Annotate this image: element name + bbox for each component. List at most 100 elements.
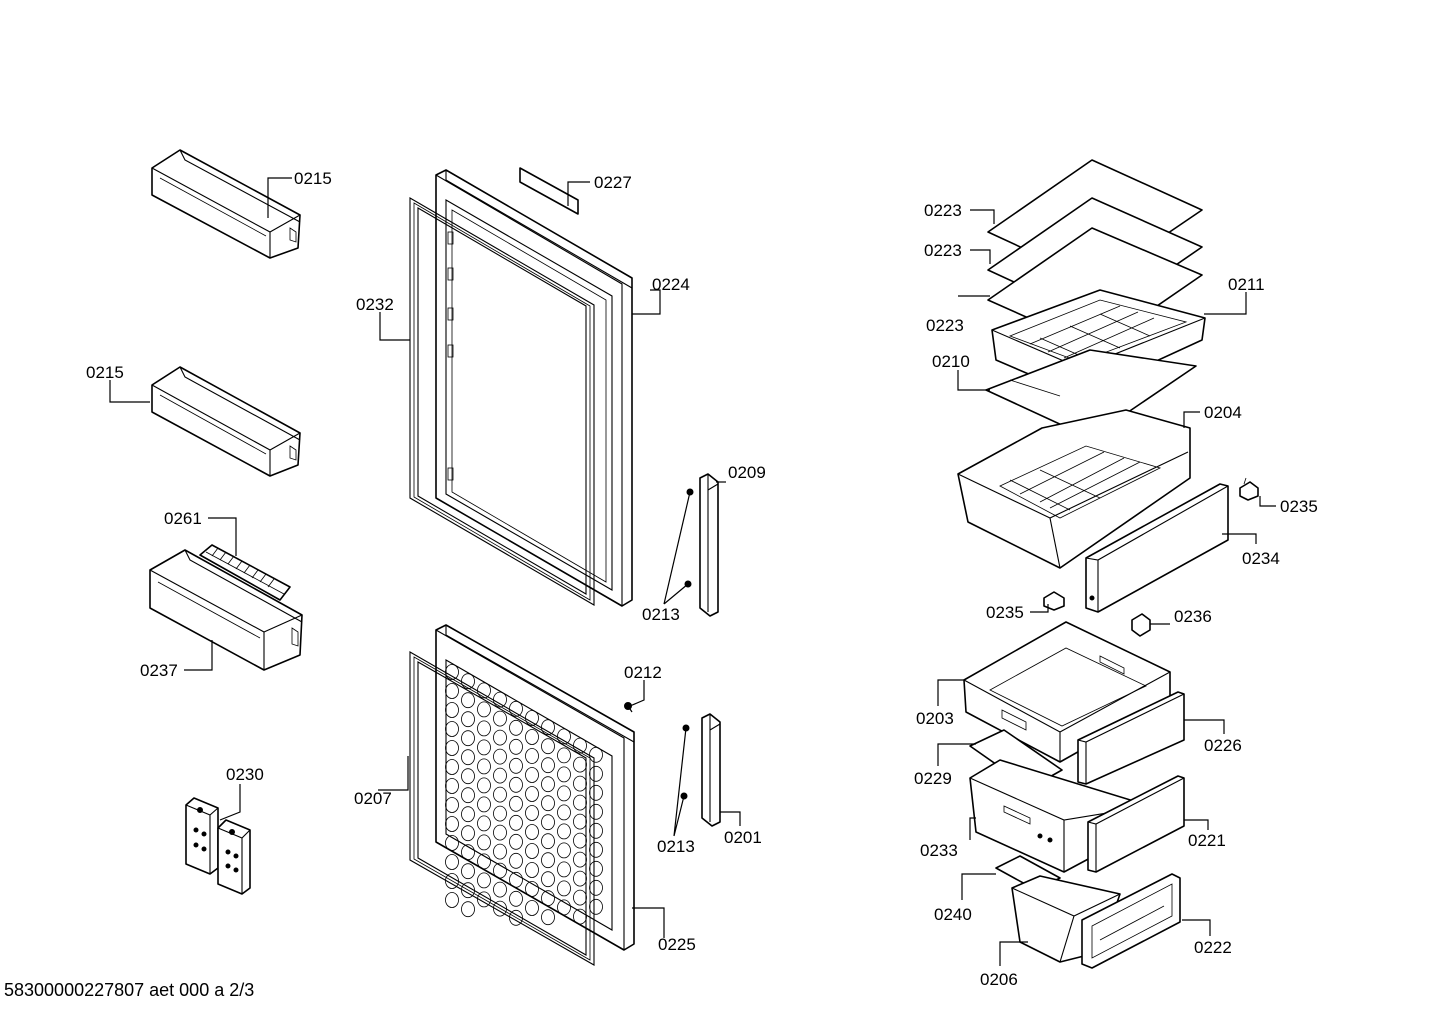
door-dimple	[461, 730, 475, 747]
door-dimple	[589, 841, 603, 858]
door-dimple	[477, 701, 491, 718]
door-dimple	[541, 871, 555, 888]
door-dimple	[525, 748, 539, 764]
door-dimple	[445, 778, 459, 794]
door-dimple	[461, 844, 475, 861]
drawer-front-panel	[1085, 483, 1229, 613]
door-dimple	[541, 890, 555, 907]
door-dimple	[509, 757, 523, 774]
label-0226: 0226	[1204, 736, 1242, 755]
door-dimple	[589, 860, 603, 877]
label-0233: 0233	[920, 841, 958, 860]
door-dimple	[557, 842, 571, 859]
door-dimple	[461, 692, 475, 709]
glass-divider	[985, 349, 1197, 439]
label-0213-lower: 0213	[657, 837, 695, 856]
door-dimple	[461, 825, 475, 842]
door-dimple	[493, 748, 507, 765]
door-dimple	[541, 738, 555, 755]
door-dimple	[557, 880, 571, 897]
door-dimple	[525, 805, 539, 821]
label-0232: 0232	[356, 295, 394, 314]
label-0229: 0229	[914, 769, 952, 788]
label-0222: 0222	[1194, 938, 1232, 957]
door-dimple	[557, 747, 571, 764]
door-dimple	[445, 835, 459, 851]
door-dimple	[461, 901, 475, 918]
door-dimple	[477, 720, 491, 737]
lower-drawer-front	[1087, 775, 1185, 873]
door-dimple	[557, 899, 571, 916]
label-0212: 0212	[624, 663, 662, 682]
label-0236: 0236	[1174, 607, 1212, 626]
door-dimple	[541, 852, 555, 869]
door-dimple	[461, 863, 475, 880]
door-dimple	[541, 814, 555, 831]
label-0210: 0210	[932, 352, 970, 371]
label-0215-top: 0215	[294, 169, 332, 188]
door-dimple	[525, 862, 539, 878]
door-dimple	[509, 852, 523, 869]
door-dimple	[445, 721, 459, 737]
label-0206: 0206	[980, 970, 1018, 989]
door-dimple	[557, 766, 571, 783]
label-0223-a: 0223	[924, 201, 962, 220]
door-dimple	[557, 804, 571, 821]
lower-handle	[680, 713, 721, 827]
door-dimple	[589, 822, 603, 839]
door-dimple	[541, 795, 555, 812]
label-0261: 0261	[164, 509, 202, 528]
door-dimple	[493, 729, 507, 746]
label-0209: 0209	[728, 463, 766, 482]
door-dimple	[477, 815, 491, 832]
door-dimple	[557, 785, 571, 802]
label-0235-right: 0235	[1280, 497, 1318, 516]
bottom-bin-front	[1081, 873, 1181, 969]
door-dimple	[525, 767, 539, 783]
door-dimple	[445, 797, 459, 813]
door-dimple	[445, 854, 459, 870]
document-id: 58300000227807 aet 000 a 2/3	[4, 980, 255, 1000]
door-dimple	[493, 881, 507, 898]
label-0237: 0237	[140, 661, 178, 680]
door-dimple	[509, 795, 523, 812]
hinge-screw	[624, 702, 633, 713]
label-0213-upper: 0213	[642, 605, 680, 624]
door-dimple	[589, 765, 603, 782]
door-dimple	[509, 719, 523, 736]
door-dimple	[461, 711, 475, 728]
door-dimple	[525, 900, 539, 916]
door-dimple	[589, 879, 603, 896]
door-dimple	[557, 823, 571, 840]
label-0223-b: 0223	[924, 241, 962, 260]
lower-door-gasket	[409, 651, 595, 966]
upper-door	[435, 169, 633, 607]
rating-label	[519, 167, 579, 215]
label-0240: 0240	[934, 905, 972, 924]
door-dimple	[509, 738, 523, 755]
glass-shelves	[987, 159, 1203, 349]
label-0215-middle: 0215	[86, 363, 124, 382]
door-dimple	[477, 758, 491, 775]
door-dimple	[445, 740, 459, 756]
door-dimple	[493, 843, 507, 860]
label-0223-c: 0223	[926, 316, 964, 335]
door-dimple	[509, 814, 523, 831]
door-dimple	[589, 784, 603, 801]
label-0227: 0227	[594, 173, 632, 192]
door-dimple	[477, 834, 491, 851]
door-dimple	[461, 768, 475, 785]
door-shelf-large	[149, 549, 303, 671]
door-dimple	[445, 759, 459, 775]
door-dimple	[493, 805, 507, 822]
part-number-labels: 0215 0215 0261 0237 0230 0227 0232 0224 …	[86, 169, 1318, 989]
door-dimple	[461, 749, 475, 766]
cool-packs	[185, 797, 251, 895]
door-dimple	[589, 898, 603, 915]
label-0203: 0203	[916, 709, 954, 728]
door-dimple	[477, 777, 491, 794]
label-0201: 0201	[724, 828, 762, 847]
door-dimple	[445, 816, 459, 832]
